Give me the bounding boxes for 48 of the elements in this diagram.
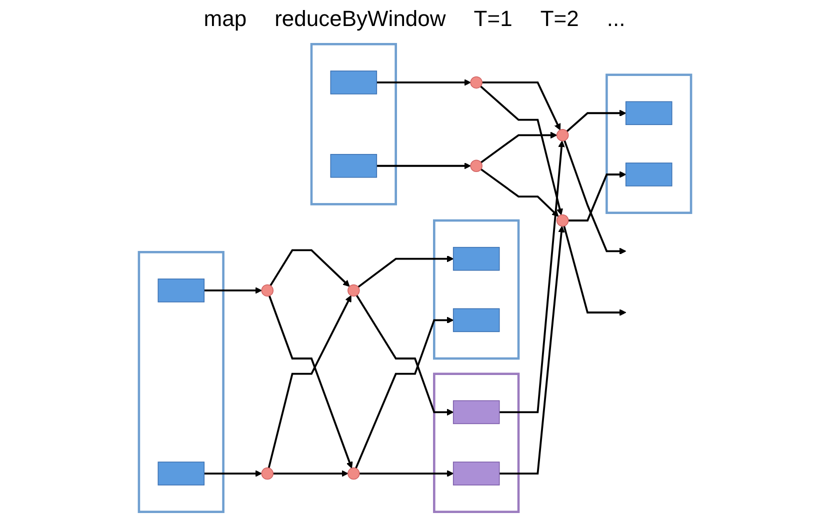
node-box [157,278,204,302]
arrow [358,470,454,477]
node-circle [347,467,360,480]
arrow [354,316,454,469]
column-heading: map [204,6,247,32]
arrow [269,249,350,287]
arrow [498,226,564,474]
node-box [452,246,500,271]
arrow [562,226,626,316]
node-circle [470,76,482,89]
cluster [432,219,520,360]
arrow [566,110,626,132]
node-box [157,462,204,486]
arrow [568,171,626,222]
cluster [310,42,396,206]
arrow [376,79,470,86]
node-box [452,462,500,486]
arrow [357,255,454,288]
node-box [330,154,377,178]
node-circle [470,160,482,172]
node-box [624,101,672,126]
arrow [498,140,564,414]
node-box [452,308,500,332]
ellipsis-text: ... [606,6,626,32]
cluster [137,250,224,514]
node-circle [260,467,274,480]
node-box [452,400,500,424]
cluster [432,372,520,514]
node-circle [260,284,274,297]
node-box [624,162,672,186]
node-circle [556,129,568,142]
arrow [376,162,470,170]
row-label: T=2 [540,6,579,32]
arrow [204,287,262,294]
arrow [480,132,557,164]
node-circle [556,214,568,227]
arrow [482,82,560,130]
arrow [563,140,626,255]
row-label: T=1 [474,6,512,32]
arrow [355,294,454,416]
node-box [330,70,377,94]
cluster [605,74,692,214]
arrow [272,470,348,477]
arrow [204,470,262,477]
arrow [480,168,558,217]
arrow [480,86,563,216]
node-circle [347,284,360,297]
column-heading: reduceByWindow [274,6,446,32]
